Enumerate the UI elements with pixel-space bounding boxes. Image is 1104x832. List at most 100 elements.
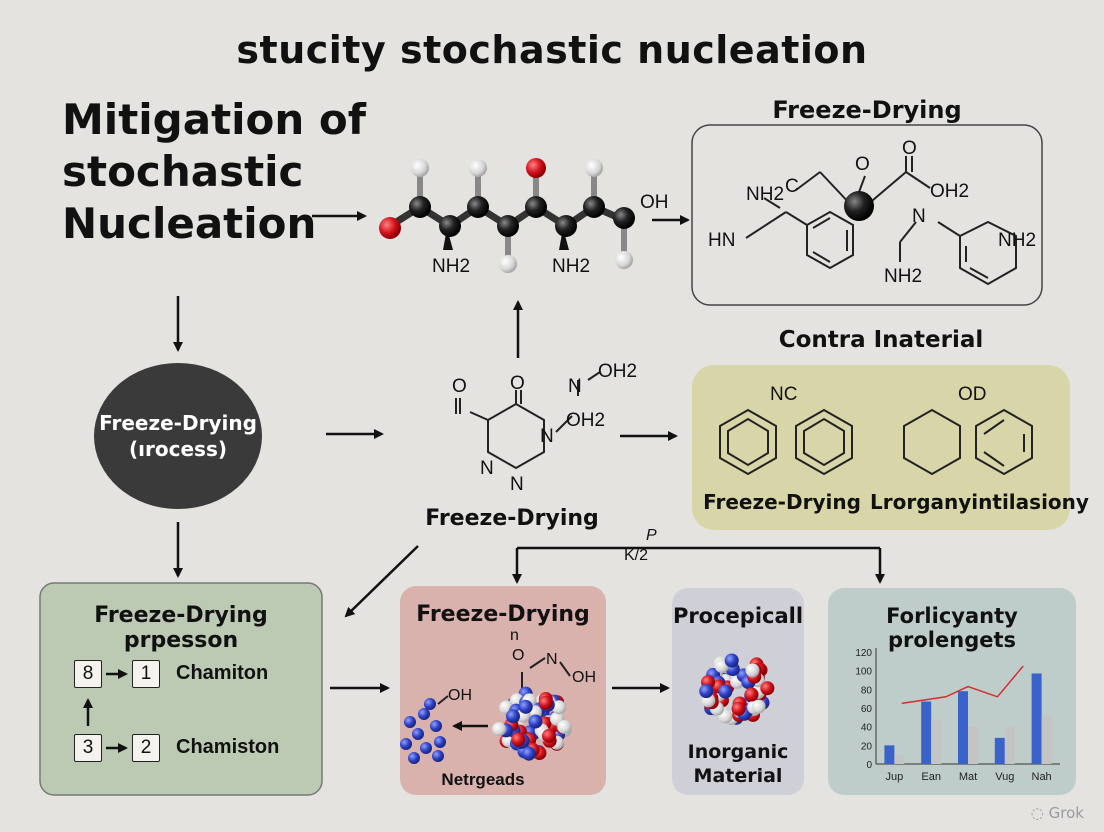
big-particle-cluster bbox=[492, 686, 572, 761]
freeze-box-hn: HN bbox=[708, 230, 735, 251]
cluster-atom bbox=[745, 663, 760, 678]
freeze-box-oh2: OH2 bbox=[930, 181, 969, 202]
chart-x-tick-label: Mat bbox=[959, 771, 977, 783]
particle-n: N bbox=[546, 651, 558, 668]
contra-panel bbox=[692, 365, 1070, 530]
chart-bar bbox=[1031, 673, 1042, 764]
particle-n-top: n bbox=[510, 627, 519, 644]
process-label-1: Chamiton bbox=[176, 662, 269, 684]
chart-bar bbox=[1004, 726, 1015, 764]
mid-mol-oh2-top: OH2 bbox=[598, 361, 637, 382]
cluster-atom bbox=[541, 728, 556, 743]
process-box-panel bbox=[39, 582, 323, 796]
cluster-atom bbox=[751, 699, 766, 714]
cluster-atom bbox=[528, 714, 543, 729]
middle-molecule: O O N N N N OH2 OH2 bbox=[452, 361, 637, 495]
chart-x-tick-label: Jup bbox=[886, 771, 904, 783]
watermark: ◌ Grok bbox=[1031, 804, 1084, 822]
freeze-box-c: C bbox=[785, 176, 799, 197]
top-mol-oh: OH bbox=[640, 192, 669, 213]
chart-bar bbox=[884, 745, 895, 764]
top-molecule: OH NH2 NH2 bbox=[379, 158, 669, 277]
process-ellipse-line-1: Freeze-Drying bbox=[99, 411, 257, 435]
freeze-box-o-top: O bbox=[855, 154, 870, 175]
freeze-box-nh2-ring: NH2 bbox=[998, 230, 1036, 251]
mid-mol-o-left: O bbox=[452, 376, 467, 397]
particle-box-caption: Netrgeads bbox=[441, 770, 525, 789]
chart-x-tick-label: Nah bbox=[1032, 771, 1052, 783]
particle-oh: OH bbox=[572, 669, 596, 686]
arrow-diagonal-to-process-box bbox=[344, 545, 419, 618]
freeze-box-nh2-top: NH2 bbox=[746, 184, 784, 205]
junction-p: P bbox=[646, 527, 657, 544]
cluster-atom bbox=[551, 700, 566, 715]
watermark-text: Grok bbox=[1048, 804, 1084, 822]
chart-y-tick-label: 120 bbox=[855, 648, 872, 659]
contra-label-right: Lrorganyintilasiony bbox=[870, 490, 1089, 514]
cluster-atom bbox=[521, 746, 536, 761]
freeze-box-structure: NH2 C O O OH2 HN NH2 N NH2 bbox=[708, 138, 1036, 287]
freeze-box-nh2-bottom: NH2 bbox=[884, 266, 922, 287]
chart-line-series bbox=[901, 665, 1024, 705]
mid-mol-oh2-bottom: OH2 bbox=[566, 410, 605, 431]
freeze-box-o-carbonyl: O bbox=[902, 138, 917, 159]
chart-y-tick-label: 0 bbox=[866, 760, 872, 771]
particle-oh-small: OH bbox=[448, 687, 472, 704]
particle-cluster: OH n O N OH bbox=[400, 627, 596, 764]
junction-k: K/2 bbox=[624, 547, 648, 564]
cluster-atom bbox=[724, 653, 739, 668]
particle-o: O bbox=[512, 647, 524, 664]
cluster-atom bbox=[718, 684, 733, 699]
chart-bar bbox=[931, 719, 942, 764]
process-box-title: Freeze-Drying prpesson bbox=[94, 603, 268, 653]
mid-mol-o-top: O bbox=[510, 373, 525, 394]
page-title: stucity stochastic nucleation bbox=[236, 28, 868, 72]
top-mol-nh2-right: NH2 bbox=[552, 256, 590, 277]
process-ellipse-label: Freeze-Drying (ırocess) bbox=[94, 410, 262, 462]
inorganic-line-2: Material bbox=[693, 765, 783, 787]
freeze-box-title: Freeze-Drying bbox=[772, 96, 962, 124]
cluster-atom bbox=[505, 709, 520, 724]
chart-bar bbox=[958, 691, 968, 764]
inorganic-box-title: Procepicall bbox=[672, 604, 804, 628]
cluster-atom bbox=[538, 695, 553, 710]
inorganic-line-1: Inorganic bbox=[687, 741, 789, 763]
top-mol-nh2-left: NH2 bbox=[432, 256, 470, 277]
particle-box-title: Freeze-Drying bbox=[416, 602, 590, 627]
process-ellipse bbox=[94, 363, 262, 509]
chart-bar bbox=[1041, 716, 1052, 764]
cluster-atom bbox=[731, 701, 746, 716]
watermark-icon: ◌ bbox=[1030, 804, 1044, 822]
cluster-atom bbox=[557, 719, 572, 734]
cluster-atom bbox=[760, 681, 775, 696]
cluster-atom bbox=[492, 722, 507, 737]
contra-od: OD bbox=[958, 384, 987, 405]
main-heading-line-1: Mitigation of bbox=[62, 95, 367, 144]
main-heading-line-2: stochastic bbox=[62, 147, 304, 196]
inorganic-particle-cluster bbox=[699, 653, 775, 726]
middle-molecule-caption: Freeze-Drying bbox=[425, 506, 599, 531]
chart-bar bbox=[994, 737, 1005, 764]
chart-box-title: Forlicyanty prolengets bbox=[886, 604, 1018, 652]
freeze-box-n: N bbox=[912, 206, 926, 227]
process-num-2: 2 bbox=[132, 734, 160, 762]
mid-mol-n-ring: N bbox=[540, 426, 554, 447]
main-heading-line-3: Nucleation bbox=[62, 199, 317, 248]
contra-title: Contra Inaterial bbox=[778, 327, 984, 353]
contra-nc: NC bbox=[770, 384, 797, 405]
chart-x-tick-label: Vug bbox=[995, 771, 1014, 783]
freeze-box-frame bbox=[691, 124, 1043, 306]
process-ellipse-line-2: (ırocess) bbox=[129, 437, 227, 461]
mid-mol-n-side: N bbox=[568, 376, 582, 397]
inorganic-box-panel bbox=[672, 588, 804, 795]
main-heading: Mitigation of stochastic Nucleation bbox=[62, 94, 366, 250]
cluster-atom bbox=[744, 687, 759, 702]
mid-mol-n2: N bbox=[510, 474, 524, 495]
chart-x-tick-label: Ean bbox=[921, 771, 941, 783]
chart-y-tick-label: 20 bbox=[861, 741, 873, 752]
cluster-atom bbox=[699, 684, 714, 699]
chart-bar bbox=[921, 701, 932, 764]
contra-rings: NC OD bbox=[719, 384, 1033, 476]
chart-bar bbox=[894, 754, 905, 764]
